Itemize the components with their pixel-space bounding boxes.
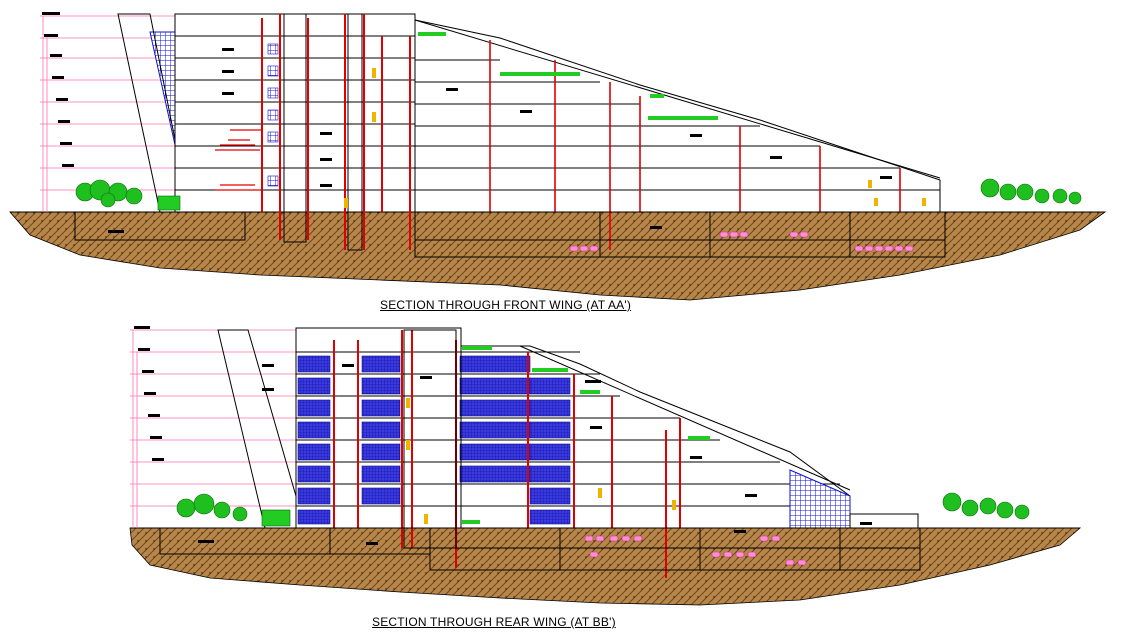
trees-right bbox=[942, 492, 1030, 520]
slanted-envelope bbox=[217, 329, 301, 529]
slanted-glazing bbox=[789, 469, 851, 529]
terrace-columns bbox=[489, 40, 901, 250]
tower-floors bbox=[296, 351, 850, 507]
external-stairs bbox=[215, 129, 262, 191]
basement bbox=[159, 513, 921, 571]
rear-wing-section bbox=[129, 326, 1082, 606]
parked-cars bbox=[569, 231, 914, 252]
trees-left bbox=[176, 493, 248, 522]
room-tags bbox=[108, 48, 892, 233]
lift-shaft bbox=[347, 13, 363, 251]
earth-fill bbox=[129, 527, 1082, 606]
earth-fill bbox=[9, 211, 1107, 301]
structural-columns bbox=[261, 14, 411, 250]
roof-gardens bbox=[462, 346, 710, 524]
hedge bbox=[261, 509, 291, 527]
level-markers bbox=[134, 326, 164, 461]
trees-left bbox=[75, 179, 143, 208]
section-caption-front: SECTION THROUGH FRONT WING (AT AA') bbox=[380, 298, 632, 312]
blue-facade bbox=[297, 355, 571, 525]
trees-right bbox=[980, 178, 1082, 205]
furniture bbox=[406, 398, 676, 524]
level-lines bbox=[130, 329, 300, 528]
tower-block bbox=[174, 13, 416, 213]
roof-gardens bbox=[418, 32, 718, 120]
furniture bbox=[344, 68, 926, 208]
terrace-floors bbox=[415, 59, 940, 191]
parked-cars bbox=[584, 535, 807, 566]
level-lines bbox=[40, 15, 190, 212]
hedge bbox=[157, 195, 181, 211]
basement bbox=[74, 211, 946, 258]
section-caption-rear: SECTION THROUGH REAR WING (AT BB') bbox=[372, 615, 616, 629]
stair-core bbox=[283, 13, 307, 243]
level-markers bbox=[42, 12, 74, 167]
room-tags bbox=[198, 364, 872, 545]
front-wing-section bbox=[9, 12, 1107, 301]
